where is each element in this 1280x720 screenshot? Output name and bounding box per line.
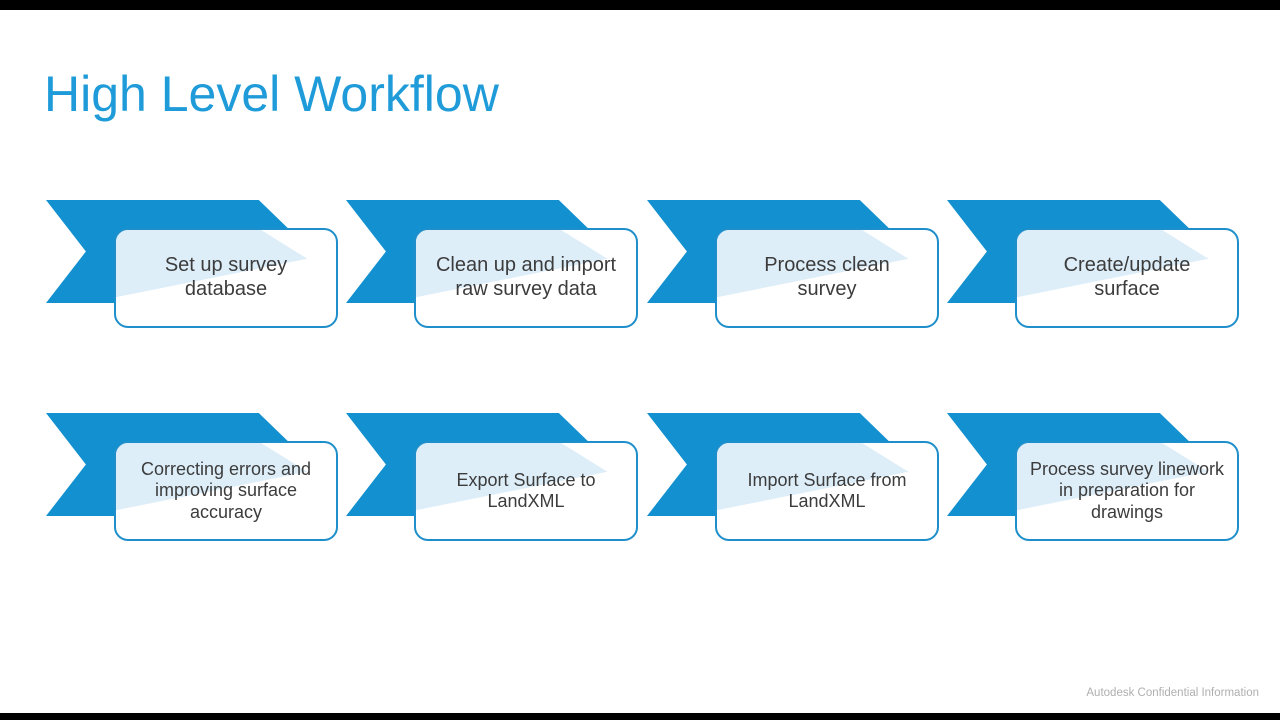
- step-label: Import Surface from LandXML: [747, 469, 907, 511]
- step-label: Clean up and import raw survey data: [435, 254, 617, 300]
- letterbox-bar-top: [0, 0, 1280, 10]
- step-card: Process survey linework in preparation f…: [1015, 441, 1239, 541]
- step-card: Correcting errors and improving surface …: [114, 441, 338, 541]
- step-card: Export Surface to LandXML: [414, 441, 638, 541]
- step-card: Create/update surface: [1015, 228, 1239, 328]
- workflow-step-correcting-errors: Correcting errors and improving surface …: [46, 413, 346, 563]
- workflow-step-clean-import-raw-data: Clean up and import raw survey data: [346, 200, 646, 350]
- step-card: Process clean survey: [715, 228, 939, 328]
- step-card: Clean up and import raw survey data: [414, 228, 638, 328]
- step-label: Correcting errors and improving surface …: [140, 459, 312, 522]
- confidential-footer: Autodesk Confidential Information: [1086, 687, 1259, 699]
- letterbox-bar-bottom: [0, 713, 1280, 720]
- step-label: Set up survey database: [164, 254, 288, 300]
- step-label: Process survey linework in preparation f…: [1029, 459, 1225, 522]
- workflow-step-create-update-surface: Create/update surface: [947, 200, 1247, 350]
- step-label: Create/update surface: [1063, 254, 1191, 300]
- workflow-step-export-surface-landxml: Export Surface to LandXML: [346, 413, 646, 563]
- page-title: High Level Workflow: [44, 65, 499, 122]
- workflow-step-import-surface-landxml: Import Surface from LandXML: [647, 413, 947, 563]
- step-card: Set up survey database: [114, 228, 338, 328]
- step-card: Import Surface from LandXML: [715, 441, 939, 541]
- step-label: Process clean survey: [764, 254, 890, 300]
- step-label: Export Surface to LandXML: [456, 469, 596, 511]
- workflow-step-setup-survey-database: Set up survey database: [46, 200, 346, 350]
- workflow-step-process-clean-survey: Process clean survey: [647, 200, 947, 350]
- workflow-step-process-survey-linework: Process survey linework in preparation f…: [947, 413, 1247, 563]
